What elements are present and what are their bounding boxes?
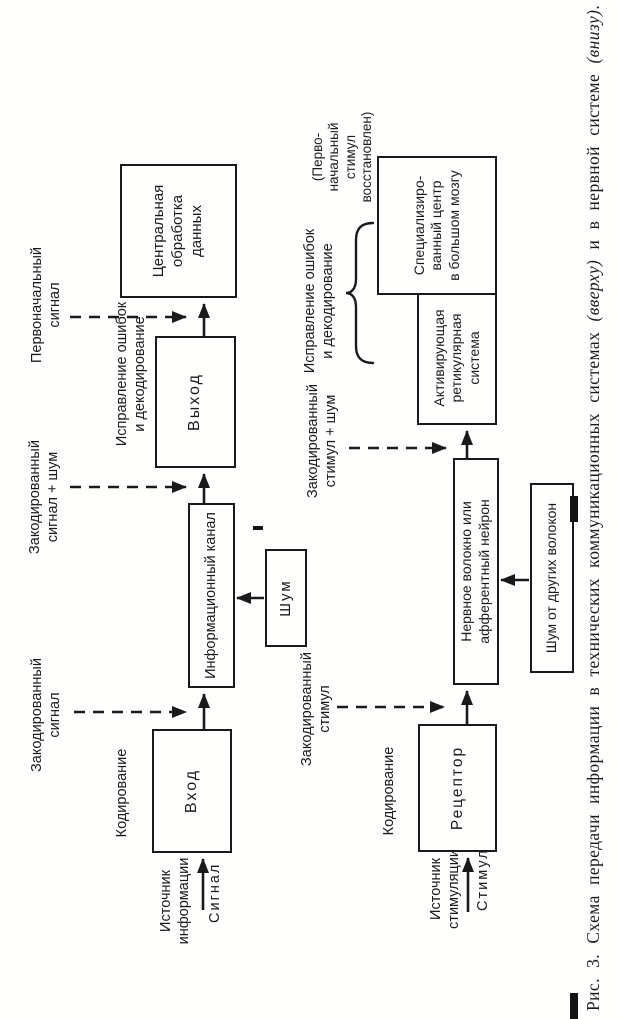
caption-text: и в нервной системе [583,73,603,250]
label-encoded-stimulus: Закодированный стимул [299,639,334,779]
box-text: данных [187,205,205,257]
box-text: в большом мозгу [445,170,462,281]
label-line: Источник [158,870,174,932]
label-original-signal: Первоначальный сигнал [29,234,64,376]
label-line: Закодированный [299,652,315,766]
caption-figure-number: Рис. 3. [583,953,603,1011]
label-line: сигнал + шум [44,451,61,543]
scan-artifact [570,993,578,1019]
label-line: информации [175,857,192,945]
label-line: сигнал [46,692,63,738]
label-line: Источник [428,858,444,920]
box-text: Вход [182,768,200,814]
box-output: Выход [155,336,236,468]
figure-caption: Рис. 3. Схема передачи информации в техн… [583,4,604,1011]
caption-text: Схема передачи информации в технических … [583,331,603,944]
box-receptor: Рецептор [418,724,497,852]
caption-italic-bottom: (внизу) [583,9,603,64]
brace-error-correction [345,221,375,365]
label-line: (Перво- [310,132,325,182]
label-line: Исправление ошибок [302,228,318,374]
label-line: Первоначальный [29,246,45,364]
label-encoded-signal-plus-noise: Закодированный сигнал + шум [27,417,62,577]
label-information-source: Источник информации [158,849,193,953]
label-original-stimulus-restored: (Перво- начальный стимул восстановлен) [310,101,376,213]
scan-artifact [570,496,578,522]
box-information-channel: Информационный канал [188,503,235,688]
label-line: и декодирование [131,316,148,432]
box-text: ретикулярная [448,313,465,403]
label-line: Закодированный [29,658,45,772]
box-text: Центральная [150,184,168,278]
box-text: Рецептор [448,745,466,831]
box-noise: Шум [265,549,307,647]
box-text: Шум [276,579,294,617]
label-line: Закодированный [305,384,321,498]
scan-artifact [253,526,263,530]
label-signal: Сигнал [207,862,223,923]
box-text: Шум от других волокон [543,502,560,654]
box-text: Специализиро- [410,175,427,276]
label-error-correction-bottom: Исправление ошибок и декодирование [302,215,337,387]
label-encoded-signal: Закодированный сигнал [29,641,64,789]
box-text: афферентный нейрон [476,499,492,644]
box-text: система [465,331,482,385]
label-line: сигнал [46,282,63,328]
caption-period: . [583,4,603,10]
box-brain-center: Специализиро- ванный центр в большом моз… [377,156,497,295]
box-text: Активирующая [430,309,447,407]
label-line: восстановлен) [359,111,375,203]
label-line: начальный [326,122,342,192]
box-text: Выход [186,373,204,431]
box-text: ванный центр [428,180,445,271]
label-line: стимул [316,685,333,733]
label-line: стимул + шум [322,394,339,488]
label-line: и декодирование [319,243,336,359]
box-noise-other-fibers: Шум от других волокон [530,483,574,673]
box-nerve-fiber: Нервное волокно или афферентный нейрон [453,458,499,685]
label-encoded-stimulus-plus-noise: Закодированный стимул + шум [305,371,340,511]
label-error-correction-top: Исправление ошибок и декодирование [114,300,149,448]
box-text: Нервное волокно или [458,501,475,642]
label-line: Исправление ошибок [114,301,130,447]
label-encoding-bottom: Кодирование [381,746,397,836]
box-text: обработка [169,194,187,268]
label-line: Закодированный [27,440,43,554]
label-line: стимул [342,134,358,180]
label-line: стимуляции [445,849,462,929]
box-text: Информационный канал [203,512,220,679]
label-encoding-top: Кодирование [114,748,130,838]
box-reticular-system: Активирующая ретикулярная система [417,291,497,425]
label-stimulus: Стимул [475,848,491,911]
label-stimulation-source: Источник стимуляции [428,839,463,939]
box-input: Вход [152,729,232,853]
box-central-processing: Центральная обработка данных [120,164,237,298]
caption-italic-top: (вверху) [583,259,603,322]
